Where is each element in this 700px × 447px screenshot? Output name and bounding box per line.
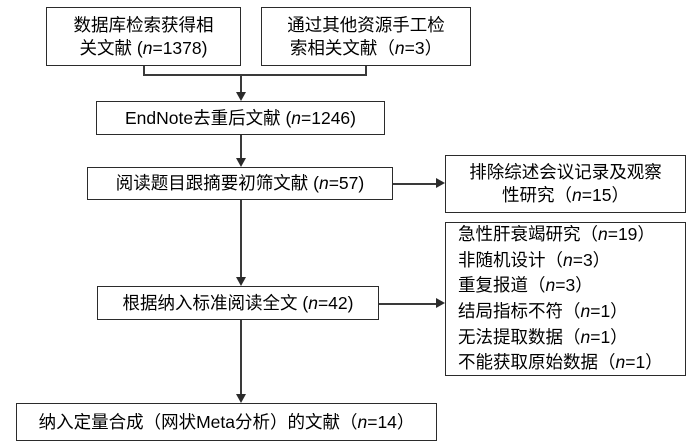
database-search-box: 数据库检索获得相 关文献 (n=1378) (46, 7, 241, 66)
reason-text-pre: 非随机设计（ (458, 249, 563, 270)
reason-text-pre: 结局指标不符（ (458, 301, 581, 321)
connector-fulltext-to-excluded (379, 303, 438, 305)
endnote-text-pre: EndNote去重后文献 ( (124, 107, 292, 128)
database-search-text-pre: 关文献 ( (79, 37, 143, 58)
arrowhead-to-excluded-screening (436, 178, 445, 188)
endnote-n-symbol: n (291, 107, 302, 128)
connector-fulltext-to-included (240, 320, 242, 397)
manual-search-line-2: 索相关文献（n=3） (290, 37, 442, 60)
excluded-screening-text-pre: 性研究（ (502, 185, 573, 205)
reason-count: =19） (607, 224, 655, 245)
reason-n-symbol: n (563, 249, 573, 270)
excluded-screening-count: =15） (581, 185, 629, 205)
reason-count: =3） (572, 249, 611, 270)
reason-n-symbol: n (615, 352, 626, 373)
fulltext-n-symbol: n (308, 292, 318, 313)
reason-text-pre: 重复报道（ (458, 275, 546, 296)
endnote-count: =1246) (301, 107, 356, 128)
screening-count: =57) (328, 173, 365, 194)
database-search-line-1: 数据库检索获得相 (73, 14, 214, 35)
fulltext-count: =42) (317, 292, 354, 313)
endnote-deduplication-box: EndNote去重后文献 (n=1246) (96, 101, 385, 135)
fulltext-line-1: 根据纳入标准阅读全文 (n=42) (123, 292, 354, 315)
included-in-synthesis-box: 纳入定量合成（网状Meta分析）的文献（n=14） (16, 403, 437, 441)
arrowhead-to-screening (235, 158, 246, 167)
connector-merge-to-dedup (240, 74, 242, 94)
endnote-deduplication-line-1: EndNote去重后文献 (n=1246) (125, 107, 356, 130)
excluded-fulltext-reason: 结局指标不符（n=1） (458, 299, 681, 325)
excluded-fulltext-reason: 急性肝衰竭研究（n=19） (458, 222, 681, 248)
excluded-fulltext-reason: 无法提取数据（n=1） (458, 325, 681, 351)
excluded-screening-n-symbol: n (572, 185, 582, 205)
excluded-screening-line-2: 性研究（n=15） (502, 184, 629, 207)
reason-text-pre: 急性肝衰竭研究（ (458, 224, 598, 245)
connector-screening-to-fulltext (240, 200, 242, 279)
reason-n-symbol: n (545, 275, 556, 296)
fulltext-text-pre: 根据纳入标准阅读全文 ( (122, 292, 309, 313)
fulltext-assessment-box: 根据纳入标准阅读全文 (n=42) (97, 286, 379, 320)
reason-n-symbol: n (598, 224, 608, 245)
connector-merge-bar (143, 74, 367, 76)
included-line-1: 纳入定量合成（网状Meta分析）的文献（n=14） (39, 411, 415, 434)
manual-search-count: =3） (404, 37, 443, 58)
arrowhead-to-dedup (235, 92, 246, 101)
reason-count: =3） (555, 275, 593, 296)
reason-n-symbol: n (580, 301, 591, 321)
included-n-symbol: n (357, 411, 368, 432)
excluded-at-screening-box: 排除综述会议记录及观察 性研究（n=15） (445, 155, 686, 213)
arrowhead-to-fulltext (235, 277, 246, 286)
connector-database-search-stub (143, 66, 145, 75)
manual-search-n-symbol: n (394, 37, 405, 58)
included-count: =14） (367, 411, 415, 432)
connector-manual-search-stub (365, 66, 367, 75)
reason-text-pre: 无法提取数据（ (458, 326, 581, 347)
screening-line-1: 阅读题目跟摘要初筛文献 (n=57) (116, 172, 364, 195)
connector-screening-to-excluded (393, 183, 438, 185)
excluded-screening-line-1: 排除综述会议记录及观察 (469, 162, 662, 183)
manual-search-text-pre: 索相关文献（ (289, 37, 395, 58)
reason-count: =1） (590, 326, 628, 347)
connector-dedup-to-screening (240, 135, 242, 160)
excluded-fulltext-reason: 重复报道（n=3） (458, 273, 681, 299)
manual-search-line-1: 通过其他资源手工检 (287, 14, 445, 35)
reason-text-pre: 不能获取原始数据（ (458, 352, 616, 373)
reason-count: =1） (590, 301, 628, 321)
reason-count: =1） (625, 352, 663, 373)
screening-n-symbol: n (318, 173, 329, 194)
excluded-at-fulltext-box: 急性肝衰竭研究（n=19） 非随机设计（n=3） 重复报道（n=3） 结局指标不… (445, 222, 686, 376)
reason-n-symbol: n (580, 326, 591, 347)
title-abstract-screening-box: 阅读题目跟摘要初筛文献 (n=57) (87, 167, 393, 200)
database-search-count: =1378) (152, 37, 208, 58)
screening-text-pre: 阅读题目跟摘要初筛文献 ( (115, 173, 319, 194)
database-search-n-symbol: n (142, 37, 153, 58)
included-text-pre: 纳入定量合成（网状Meta分析）的文献（ (38, 411, 358, 432)
arrowhead-to-included (235, 394, 246, 403)
manual-search-box: 通过其他资源手工检 索相关文献（n=3） (261, 7, 471, 66)
arrowhead-to-excluded-fulltext (436, 298, 445, 308)
excluded-fulltext-reason: 不能获取原始数据（n=1） (458, 350, 681, 376)
excluded-fulltext-reason: 非随机设计（n=3） (458, 248, 681, 274)
database-search-line-2: 关文献 (n=1378) (80, 37, 208, 60)
